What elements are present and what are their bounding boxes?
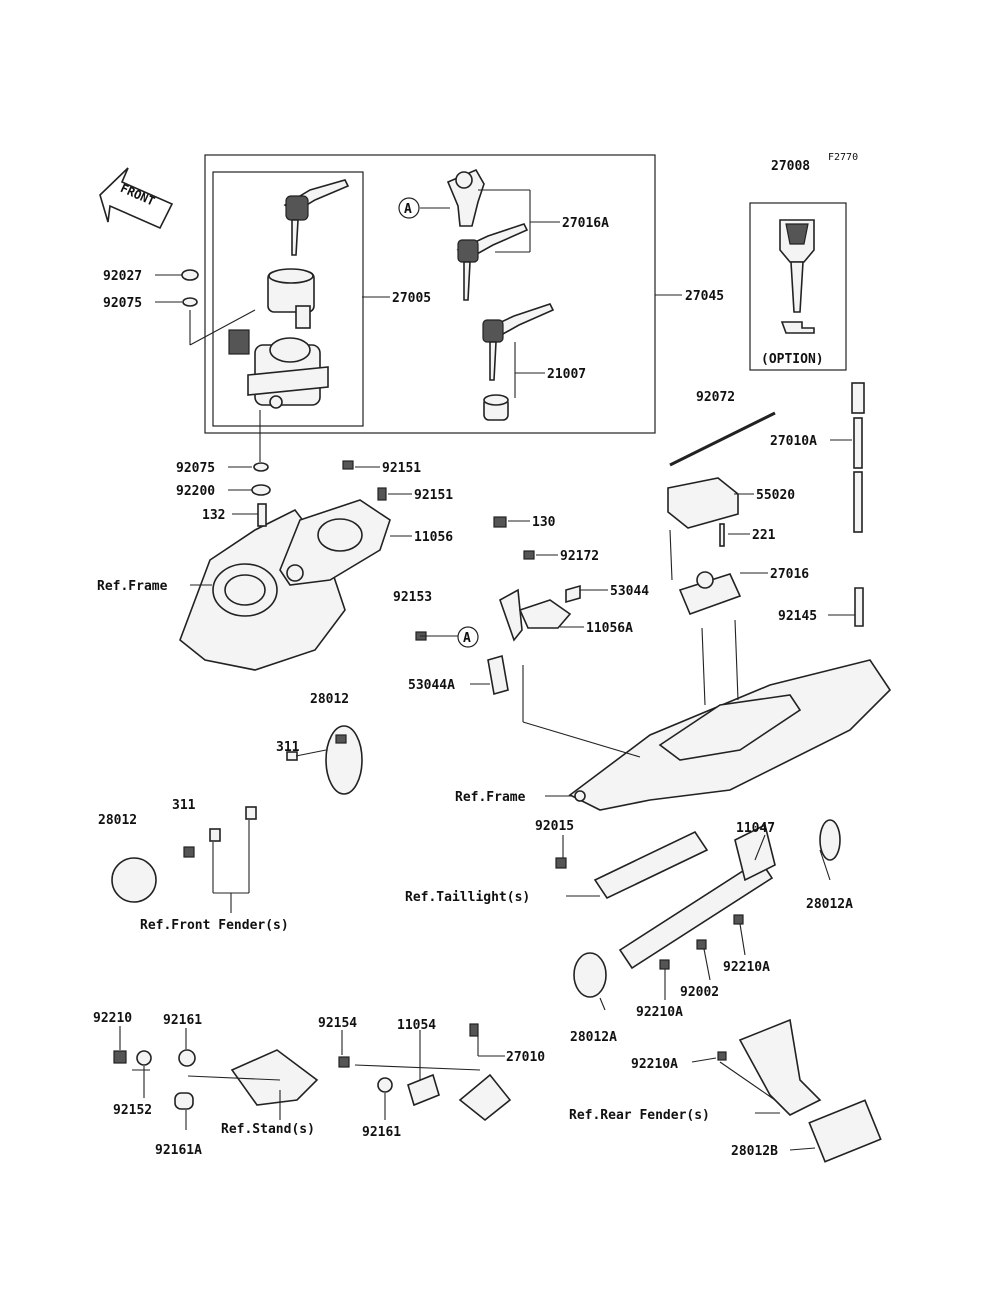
- seat-key-icon: [456, 223, 529, 301]
- label-28012-top: 28012: [310, 692, 349, 707]
- label-55020: 55020: [756, 488, 795, 503]
- label-92151-a: 92151: [382, 461, 421, 476]
- label-92075-top: 92075: [103, 296, 142, 311]
- label-92210A-c: 92210A: [631, 1057, 678, 1072]
- label-ref-front-fender: Ref.Front Fender(s): [140, 918, 289, 933]
- key-set-frame: [204, 154, 656, 434]
- label-28012A-left: 28012A: [570, 1030, 617, 1045]
- key-cap-icon: [483, 394, 509, 421]
- label-ref-taillight: Ref.Taillight(s): [405, 890, 530, 905]
- label-27005: 27005: [392, 291, 431, 306]
- label-92015: 92015: [535, 819, 574, 834]
- label-ref-stand: Ref.Stand(s): [221, 1122, 315, 1137]
- label-21007: 21007: [547, 367, 586, 382]
- label-11056A: 11056A: [586, 621, 633, 636]
- label-92075-bottom: 92075: [176, 461, 215, 476]
- label-28012-left: 28012: [98, 813, 137, 828]
- label-92210A-b: 92210A: [636, 1005, 683, 1020]
- label-28012B: 28012B: [731, 1144, 778, 1159]
- seat-lock-assembly-icon: [678, 523, 742, 616]
- label-11054: 11054: [397, 1018, 436, 1033]
- label-92210: 92210: [93, 1011, 132, 1026]
- front-reflector-icon: [111, 725, 363, 903]
- figure-code: F2770: [828, 152, 858, 163]
- cable-tie-icon: [669, 411, 776, 467]
- rear-frame-icon: [568, 659, 892, 811]
- label-92072: 92072: [696, 390, 735, 405]
- label-ref-frame-1: Ref.Frame: [97, 579, 168, 594]
- label-11056: 11056: [414, 530, 453, 545]
- label-53044A: 53044A: [408, 678, 455, 693]
- rear-fender-icon: [717, 1018, 882, 1163]
- label-92161-b: 92161: [362, 1125, 401, 1140]
- lock-set-frame: [212, 171, 364, 427]
- label-92210A-a: 92210A: [723, 960, 770, 975]
- ignition-bracket-icon: [279, 499, 391, 586]
- label-92153: 92153: [393, 590, 432, 605]
- seat-lock-bracket-icon: [415, 516, 581, 696]
- seat-lock-icon: [446, 168, 485, 227]
- label-27016A: 27016A: [562, 216, 609, 231]
- option-label: (OPTION): [761, 352, 824, 367]
- label-27008: 27008: [771, 159, 810, 174]
- label-92145: 92145: [778, 609, 817, 624]
- option-key-icon: [779, 219, 815, 334]
- label-ref-rear-fender: Ref.Rear Fender(s): [569, 1108, 710, 1123]
- label-92027: 92027: [103, 269, 142, 284]
- front-arrow-icon: FRONT: [99, 167, 174, 230]
- label-11047: 11047: [736, 821, 775, 836]
- seat-lock-cable-icon: [851, 382, 865, 627]
- label-311-left: 311: [172, 798, 196, 813]
- lock-cylinder-icon: [267, 268, 315, 329]
- label-27045: 27045: [685, 289, 724, 304]
- ignition-switch-icon: [228, 329, 329, 409]
- label-92161A: 92161A: [155, 1143, 202, 1158]
- label-27010A: 27010A: [770, 434, 817, 449]
- label-311-top: 311: [276, 740, 300, 755]
- label-92161: 92161: [163, 1013, 202, 1028]
- label-130: 130: [532, 515, 556, 530]
- label-92154: 92154: [318, 1016, 357, 1031]
- bolt-icon: [181, 269, 387, 527]
- label-27016: 27016: [770, 567, 809, 582]
- label-53044: 53044: [610, 584, 649, 599]
- lock-cover-icon: [667, 477, 739, 529]
- blank-key-icon: [482, 303, 555, 381]
- label-27010: 27010: [506, 1050, 545, 1065]
- ref-a-marker: A A: [398, 197, 479, 648]
- leader-lines: [119, 189, 855, 1151]
- label-92002: 92002: [680, 985, 719, 1000]
- label-92200: 92200: [176, 484, 215, 499]
- label-132: 132: [202, 508, 225, 523]
- stand-switch-assembly-icon: [113, 1023, 512, 1122]
- ref-a-top: A: [404, 202, 412, 217]
- label-92152: 92152: [113, 1103, 152, 1118]
- label-92172: 92172: [560, 549, 599, 564]
- ref-a-mid: A: [463, 631, 471, 646]
- label-221: 221: [752, 528, 776, 543]
- license-bracket-icon: [555, 819, 841, 998]
- label-92151-b: 92151: [414, 488, 453, 503]
- ignition-key-icon: [283, 179, 350, 256]
- label-ref-frame-2: Ref.Frame: [455, 790, 526, 805]
- label-28012A-right: 28012A: [806, 897, 853, 912]
- option-key-frame: [749, 202, 847, 371]
